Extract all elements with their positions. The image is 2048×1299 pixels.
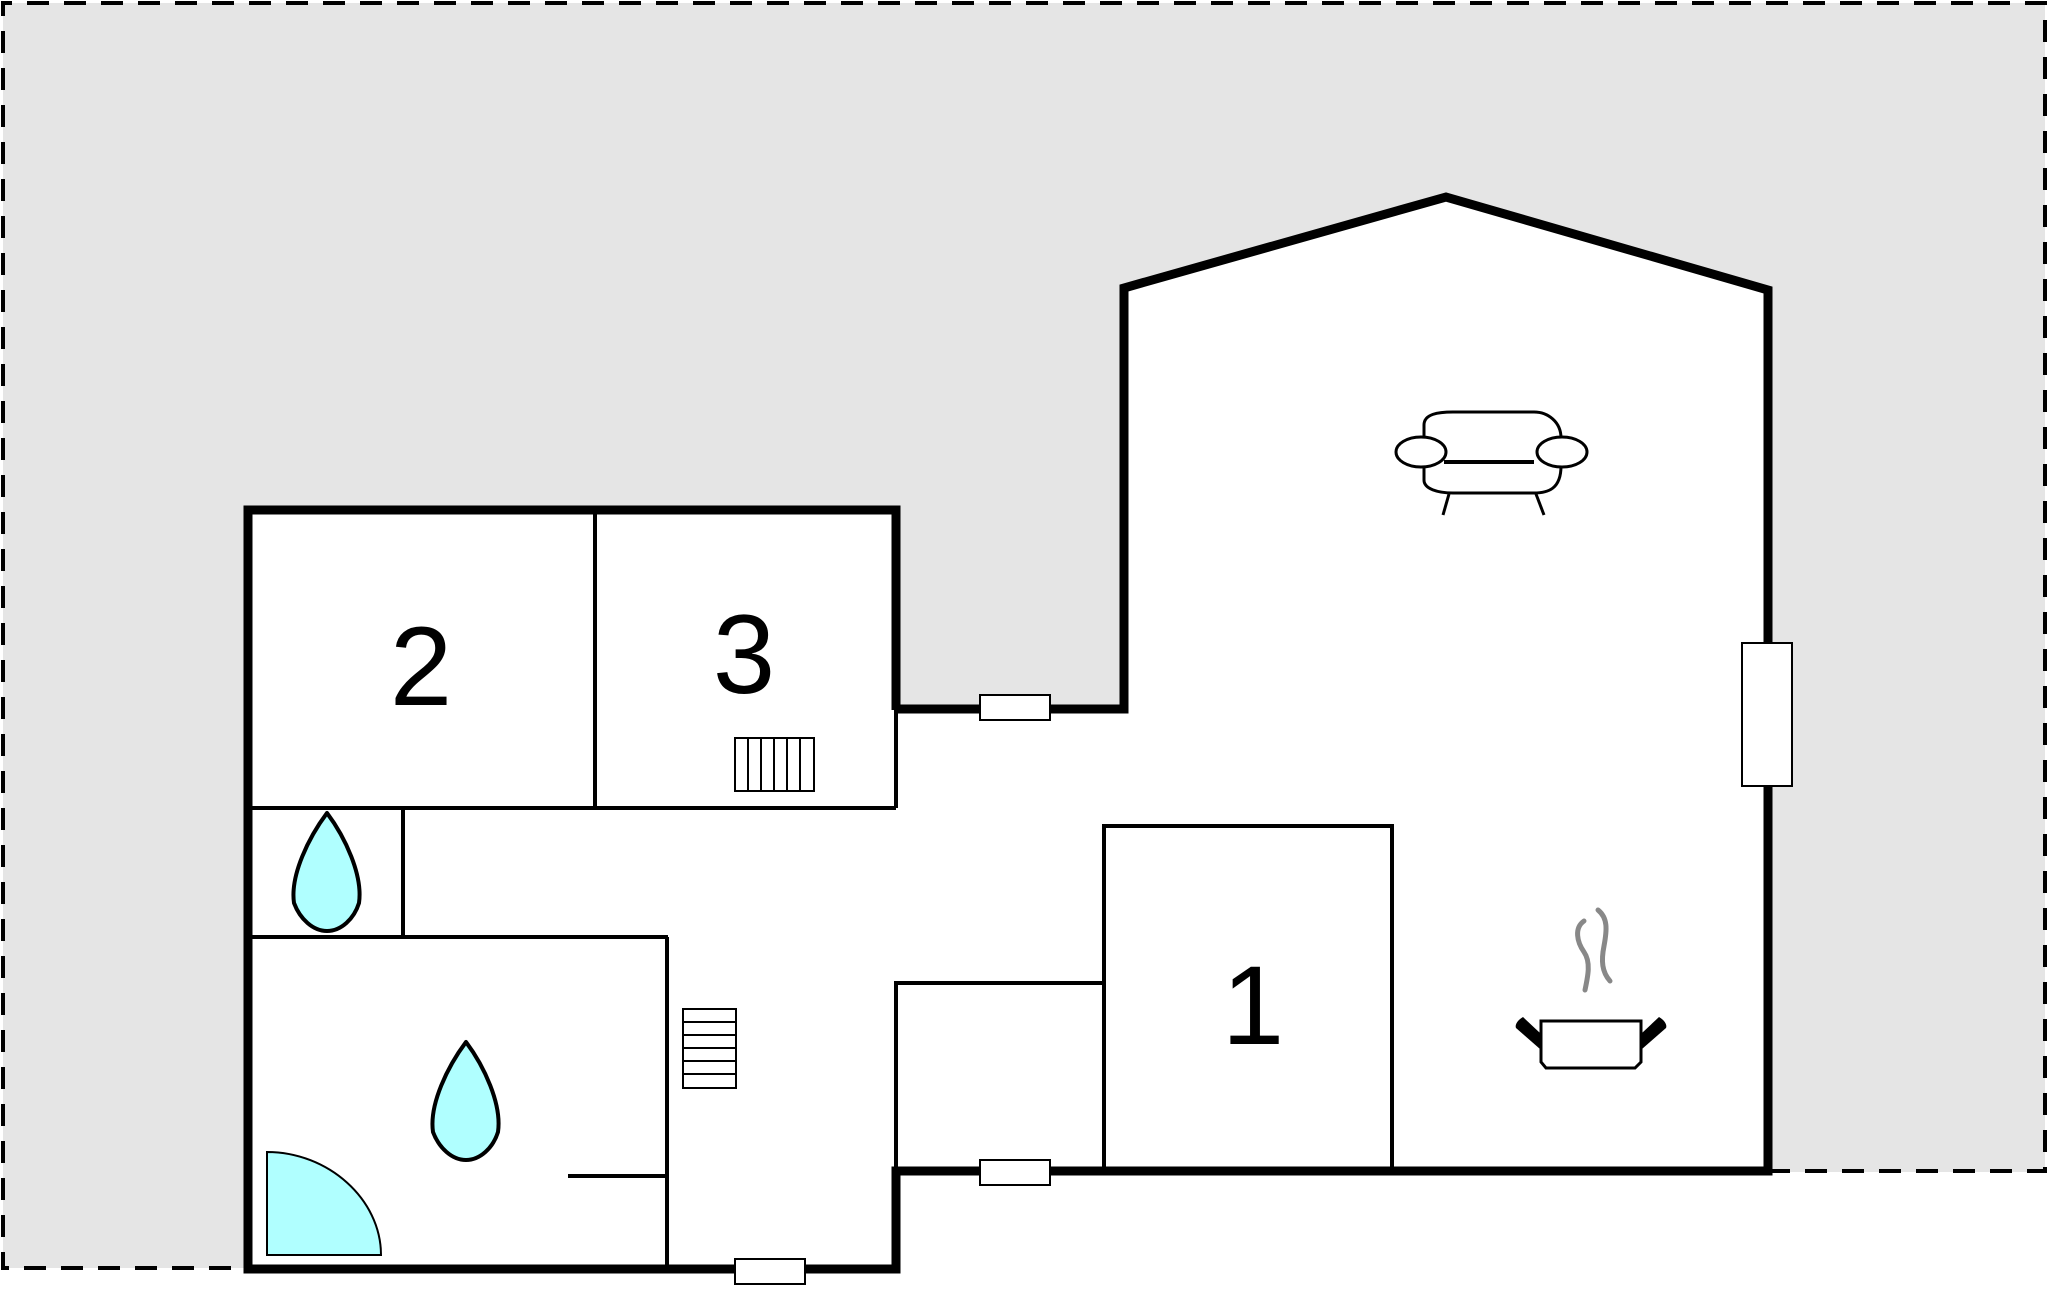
window — [979, 694, 1051, 721]
shower-icon — [266, 1150, 383, 1256]
interior-walls — [248, 510, 1394, 1269]
cooking-pot-icon — [1515, 907, 1667, 1070]
windows — [734, 642, 1793, 1285]
room-label-3: 3 — [713, 592, 775, 717]
window — [734, 1258, 806, 1285]
house-interior — [248, 197, 1768, 1269]
window — [979, 1159, 1051, 1186]
radiator-icon — [734, 737, 815, 792]
plot-boundary — [1, 1, 2047, 1270]
room-label-1: 1 — [1222, 943, 1284, 1068]
sofa-icon — [1394, 410, 1589, 516]
room-label-2: 2 — [390, 604, 452, 729]
water-drop-icon — [430, 1040, 501, 1162]
radiator-icon — [682, 1008, 737, 1089]
water-drop-icon — [291, 811, 362, 933]
exterior-walls — [243, 192, 1773, 1274]
window — [1741, 642, 1793, 787]
